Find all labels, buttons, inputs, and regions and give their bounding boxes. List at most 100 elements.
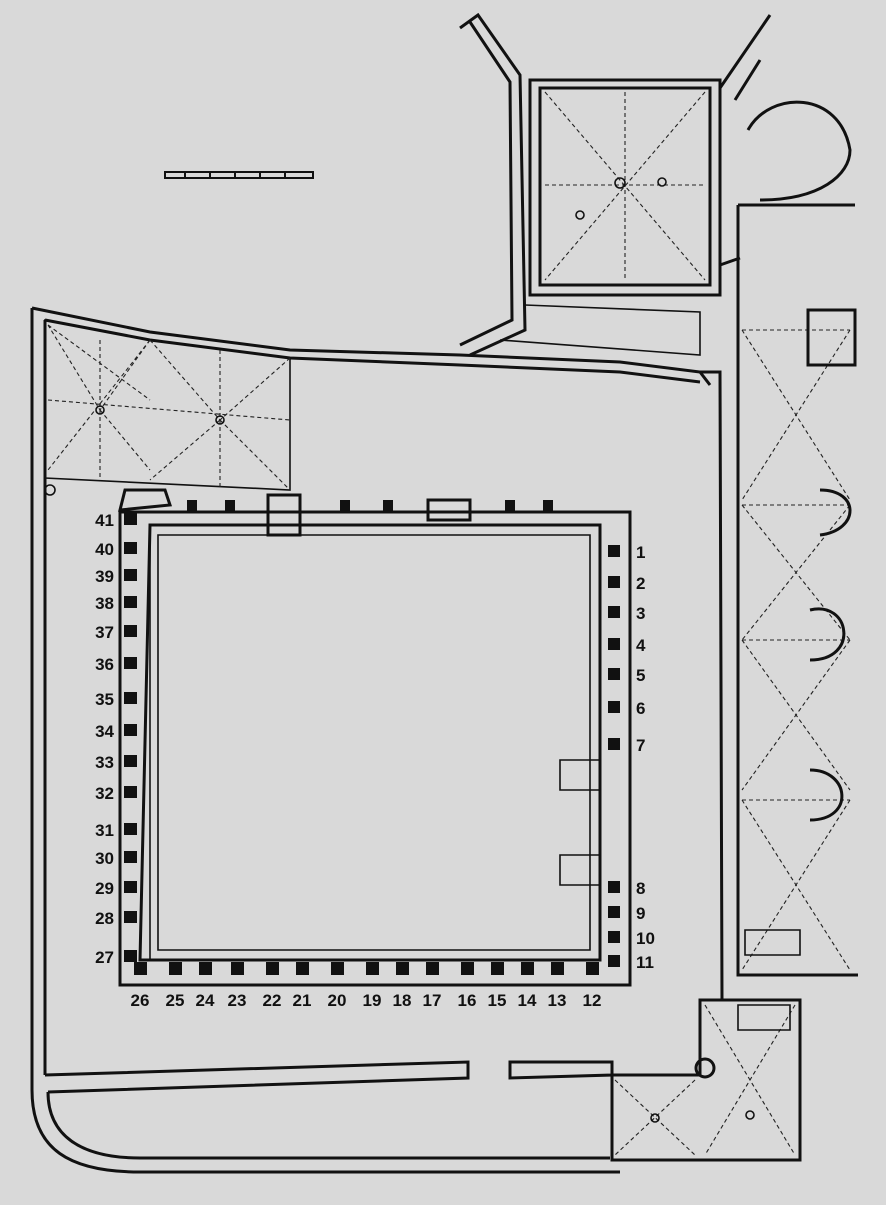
bay-number-west: 35 bbox=[95, 690, 114, 709]
cloister-courtyard bbox=[118, 488, 632, 987]
scale-bar bbox=[164, 171, 314, 179]
pier-south bbox=[231, 962, 244, 975]
pier-west bbox=[124, 596, 137, 608]
pier-north bbox=[187, 500, 197, 512]
pier-south bbox=[426, 962, 439, 975]
pier-west bbox=[124, 851, 137, 863]
pier-east bbox=[608, 738, 620, 750]
bay-number-south: 25 bbox=[166, 991, 185, 1010]
pier-south bbox=[366, 962, 379, 975]
bay-number-south: 26 bbox=[131, 991, 150, 1010]
bay-number-south: 19 bbox=[363, 991, 382, 1010]
pier-south bbox=[491, 962, 504, 975]
pier-west bbox=[124, 657, 137, 669]
pier-east bbox=[608, 545, 620, 557]
bay-number-east: 3 bbox=[636, 604, 645, 623]
pier-west bbox=[124, 911, 137, 923]
bay-number-east: 4 bbox=[636, 636, 646, 655]
pier-south bbox=[199, 962, 212, 975]
pier-north bbox=[340, 500, 350, 512]
bay-numbers-east: 1 2 3 4 5 6 7 8 9 10 11 bbox=[636, 543, 655, 972]
northeast-chamber bbox=[459, 12, 772, 357]
pier-east bbox=[608, 931, 620, 943]
pier-east bbox=[608, 606, 620, 618]
pier-west bbox=[124, 881, 137, 893]
bay-number-west: 36 bbox=[95, 655, 114, 674]
pier-west bbox=[124, 724, 137, 736]
bay-number-west: 32 bbox=[95, 784, 114, 803]
bay-number-east: 11 bbox=[636, 953, 654, 972]
bay-number-west: 40 bbox=[95, 540, 114, 559]
bay-number-west: 31 bbox=[95, 821, 114, 840]
bay-number-south: 13 bbox=[548, 991, 567, 1010]
pier-east bbox=[608, 638, 620, 650]
bay-number-south: 24 bbox=[196, 991, 215, 1010]
bay-number-south: 22 bbox=[263, 991, 282, 1010]
bay-number-east: 2 bbox=[636, 574, 645, 593]
bay-number-south: 21 bbox=[293, 991, 312, 1010]
pier-north bbox=[225, 500, 235, 512]
pier-west bbox=[124, 823, 137, 835]
pier-south bbox=[551, 962, 564, 975]
bay-number-west: 41 bbox=[95, 511, 114, 530]
pier-west bbox=[124, 513, 137, 525]
pier-south bbox=[266, 962, 279, 975]
northwest-vaulted-hall bbox=[44, 319, 291, 496]
bay-number-south: 20 bbox=[328, 991, 347, 1010]
bay-number-west: 33 bbox=[95, 753, 114, 772]
bay-number-west: 39 bbox=[95, 567, 114, 586]
pier-west bbox=[124, 786, 137, 798]
bay-number-south: 14 bbox=[518, 991, 537, 1010]
pier-east bbox=[608, 701, 620, 713]
pier-north bbox=[383, 500, 393, 512]
pier-north bbox=[543, 500, 553, 512]
bay-number-west: 28 bbox=[95, 909, 114, 928]
pier-east bbox=[608, 576, 620, 588]
pier-west bbox=[124, 542, 137, 554]
cloister-piers bbox=[124, 500, 620, 975]
bay-number-east: 6 bbox=[636, 699, 645, 718]
pier-west bbox=[124, 625, 137, 637]
bay-number-east: 7 bbox=[636, 736, 645, 755]
bay-number-west: 37 bbox=[95, 623, 114, 642]
pier-west bbox=[124, 755, 137, 767]
pier-south bbox=[521, 962, 534, 975]
pier-west bbox=[124, 569, 137, 581]
southeast-chamber bbox=[610, 998, 802, 1162]
bay-number-south: 23 bbox=[228, 991, 247, 1010]
pier-south bbox=[331, 962, 344, 975]
bay-number-south: 17 bbox=[423, 991, 442, 1010]
pier-south bbox=[134, 962, 147, 975]
pier-west bbox=[124, 692, 137, 704]
pier-south bbox=[586, 962, 599, 975]
bay-numbers-south: 12 13 14 15 16 17 18 19 20 21 22 23 24 25 26 bbox=[131, 991, 602, 1010]
bay-numbers-west: 27 28 29 30 31 32 33 34 35 36 37 38 39 40 41 bbox=[95, 511, 114, 967]
bay-number-east: 8 bbox=[636, 879, 645, 898]
bay-number-west: 29 bbox=[95, 879, 114, 898]
bay-number-south: 18 bbox=[393, 991, 412, 1010]
bay-number-east: 5 bbox=[636, 666, 645, 685]
bay-number-south: 16 bbox=[458, 991, 477, 1010]
eastern-gallery bbox=[700, 100, 858, 1002]
pier-west bbox=[124, 950, 137, 962]
bay-number-east: 1 bbox=[636, 543, 645, 562]
bay-number-west: 38 bbox=[95, 594, 114, 613]
pier-south bbox=[461, 962, 474, 975]
bay-number-south: 12 bbox=[583, 991, 602, 1010]
bay-number-west: 34 bbox=[95, 722, 114, 741]
pier-south bbox=[296, 962, 309, 975]
bay-number-west: 27 bbox=[95, 948, 114, 967]
pier-east bbox=[608, 881, 620, 893]
bay-number-east: 9 bbox=[636, 904, 645, 923]
pier-east bbox=[608, 955, 620, 967]
pier-south bbox=[169, 962, 182, 975]
pier-east bbox=[608, 906, 620, 918]
pier-east bbox=[608, 668, 620, 680]
pier-south bbox=[396, 962, 409, 975]
pier-north bbox=[505, 500, 515, 512]
bay-number-west: 30 bbox=[95, 849, 114, 868]
bay-number-south: 15 bbox=[488, 991, 507, 1010]
bay-number-east: 10 bbox=[636, 929, 655, 948]
